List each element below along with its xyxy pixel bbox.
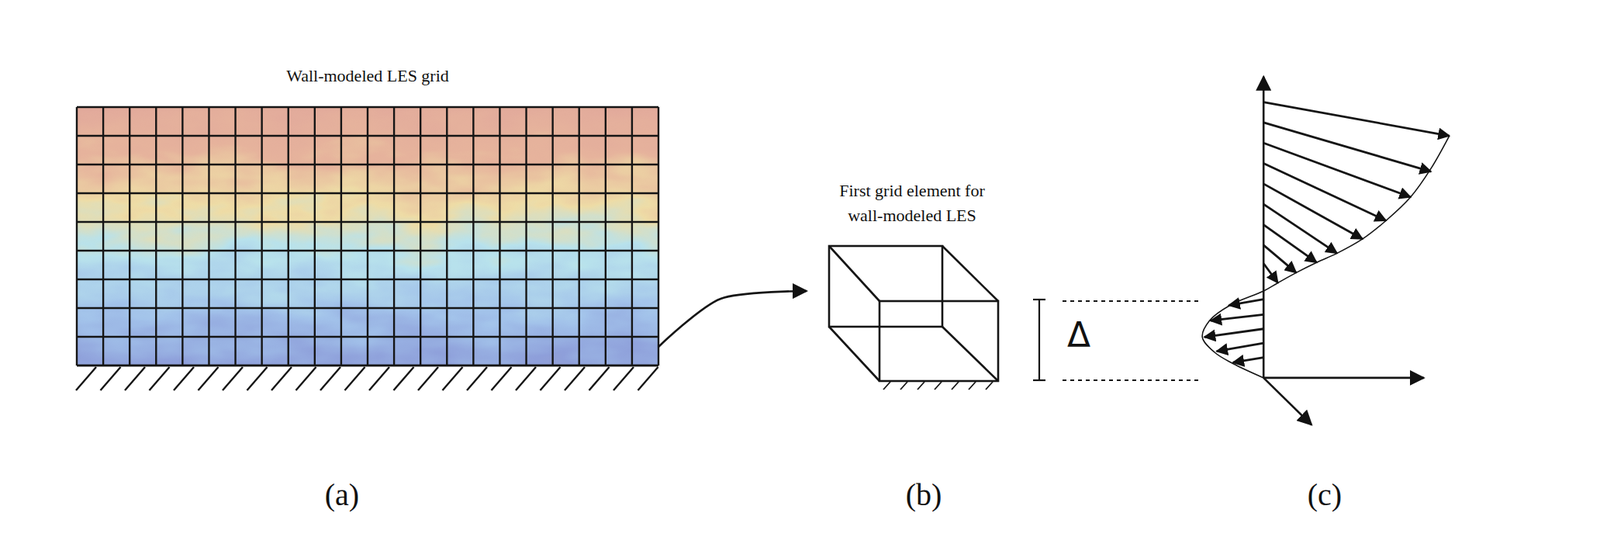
grid-cell-cube	[829, 245, 999, 390]
panel-heading: Wall-modeled LES grid	[76, 63, 659, 89]
flow-field	[76, 107, 659, 366]
height-symbol: Δ	[1067, 317, 1091, 353]
les-grid	[76, 107, 659, 366]
curved-arrow	[658, 290, 807, 347]
panel-heading: First grid element for wall-modeled LES	[806, 178, 1018, 229]
grid-element-panel: First grid element for wall-modeled LES	[806, 176, 1018, 385]
grid-panel: Wall-modeled LES grid	[76, 107, 659, 366]
panel-label: (c)	[1307, 479, 1342, 511]
height-bracket	[1033, 299, 1203, 381]
wall-hatching	[76, 365, 659, 391]
panel-label: (b)	[905, 479, 943, 511]
velocity-profile	[1202, 76, 1450, 426]
panel-label: (a)	[324, 479, 360, 511]
